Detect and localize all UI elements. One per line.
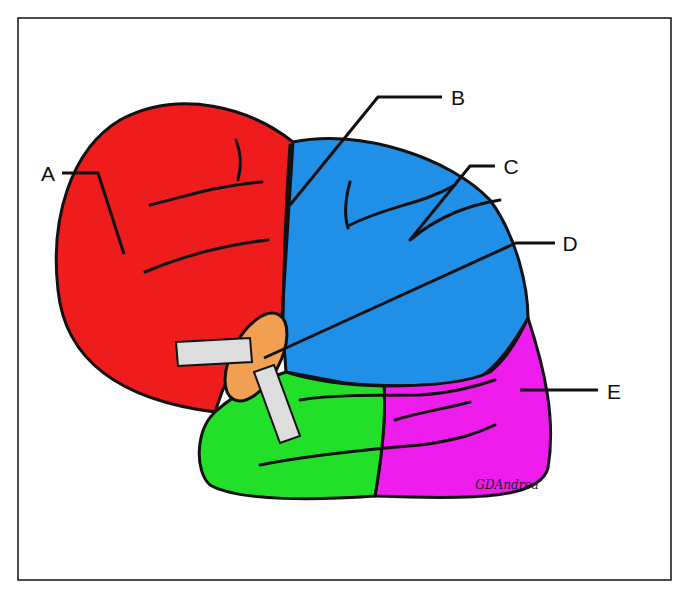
part-letter: E [607, 381, 621, 402]
retractor [176, 338, 252, 366]
parietal-lobe [282, 139, 528, 386]
retractor [254, 365, 300, 443]
part-letter: A [41, 163, 55, 184]
signature: GDAndrea [475, 479, 538, 491]
leader-line [62, 97, 598, 390]
occipital-lobe [375, 318, 551, 498]
frame [18, 18, 671, 580]
part-letter: B [451, 87, 465, 108]
part-letter: D [562, 233, 577, 254]
part-letter: C [503, 156, 518, 177]
